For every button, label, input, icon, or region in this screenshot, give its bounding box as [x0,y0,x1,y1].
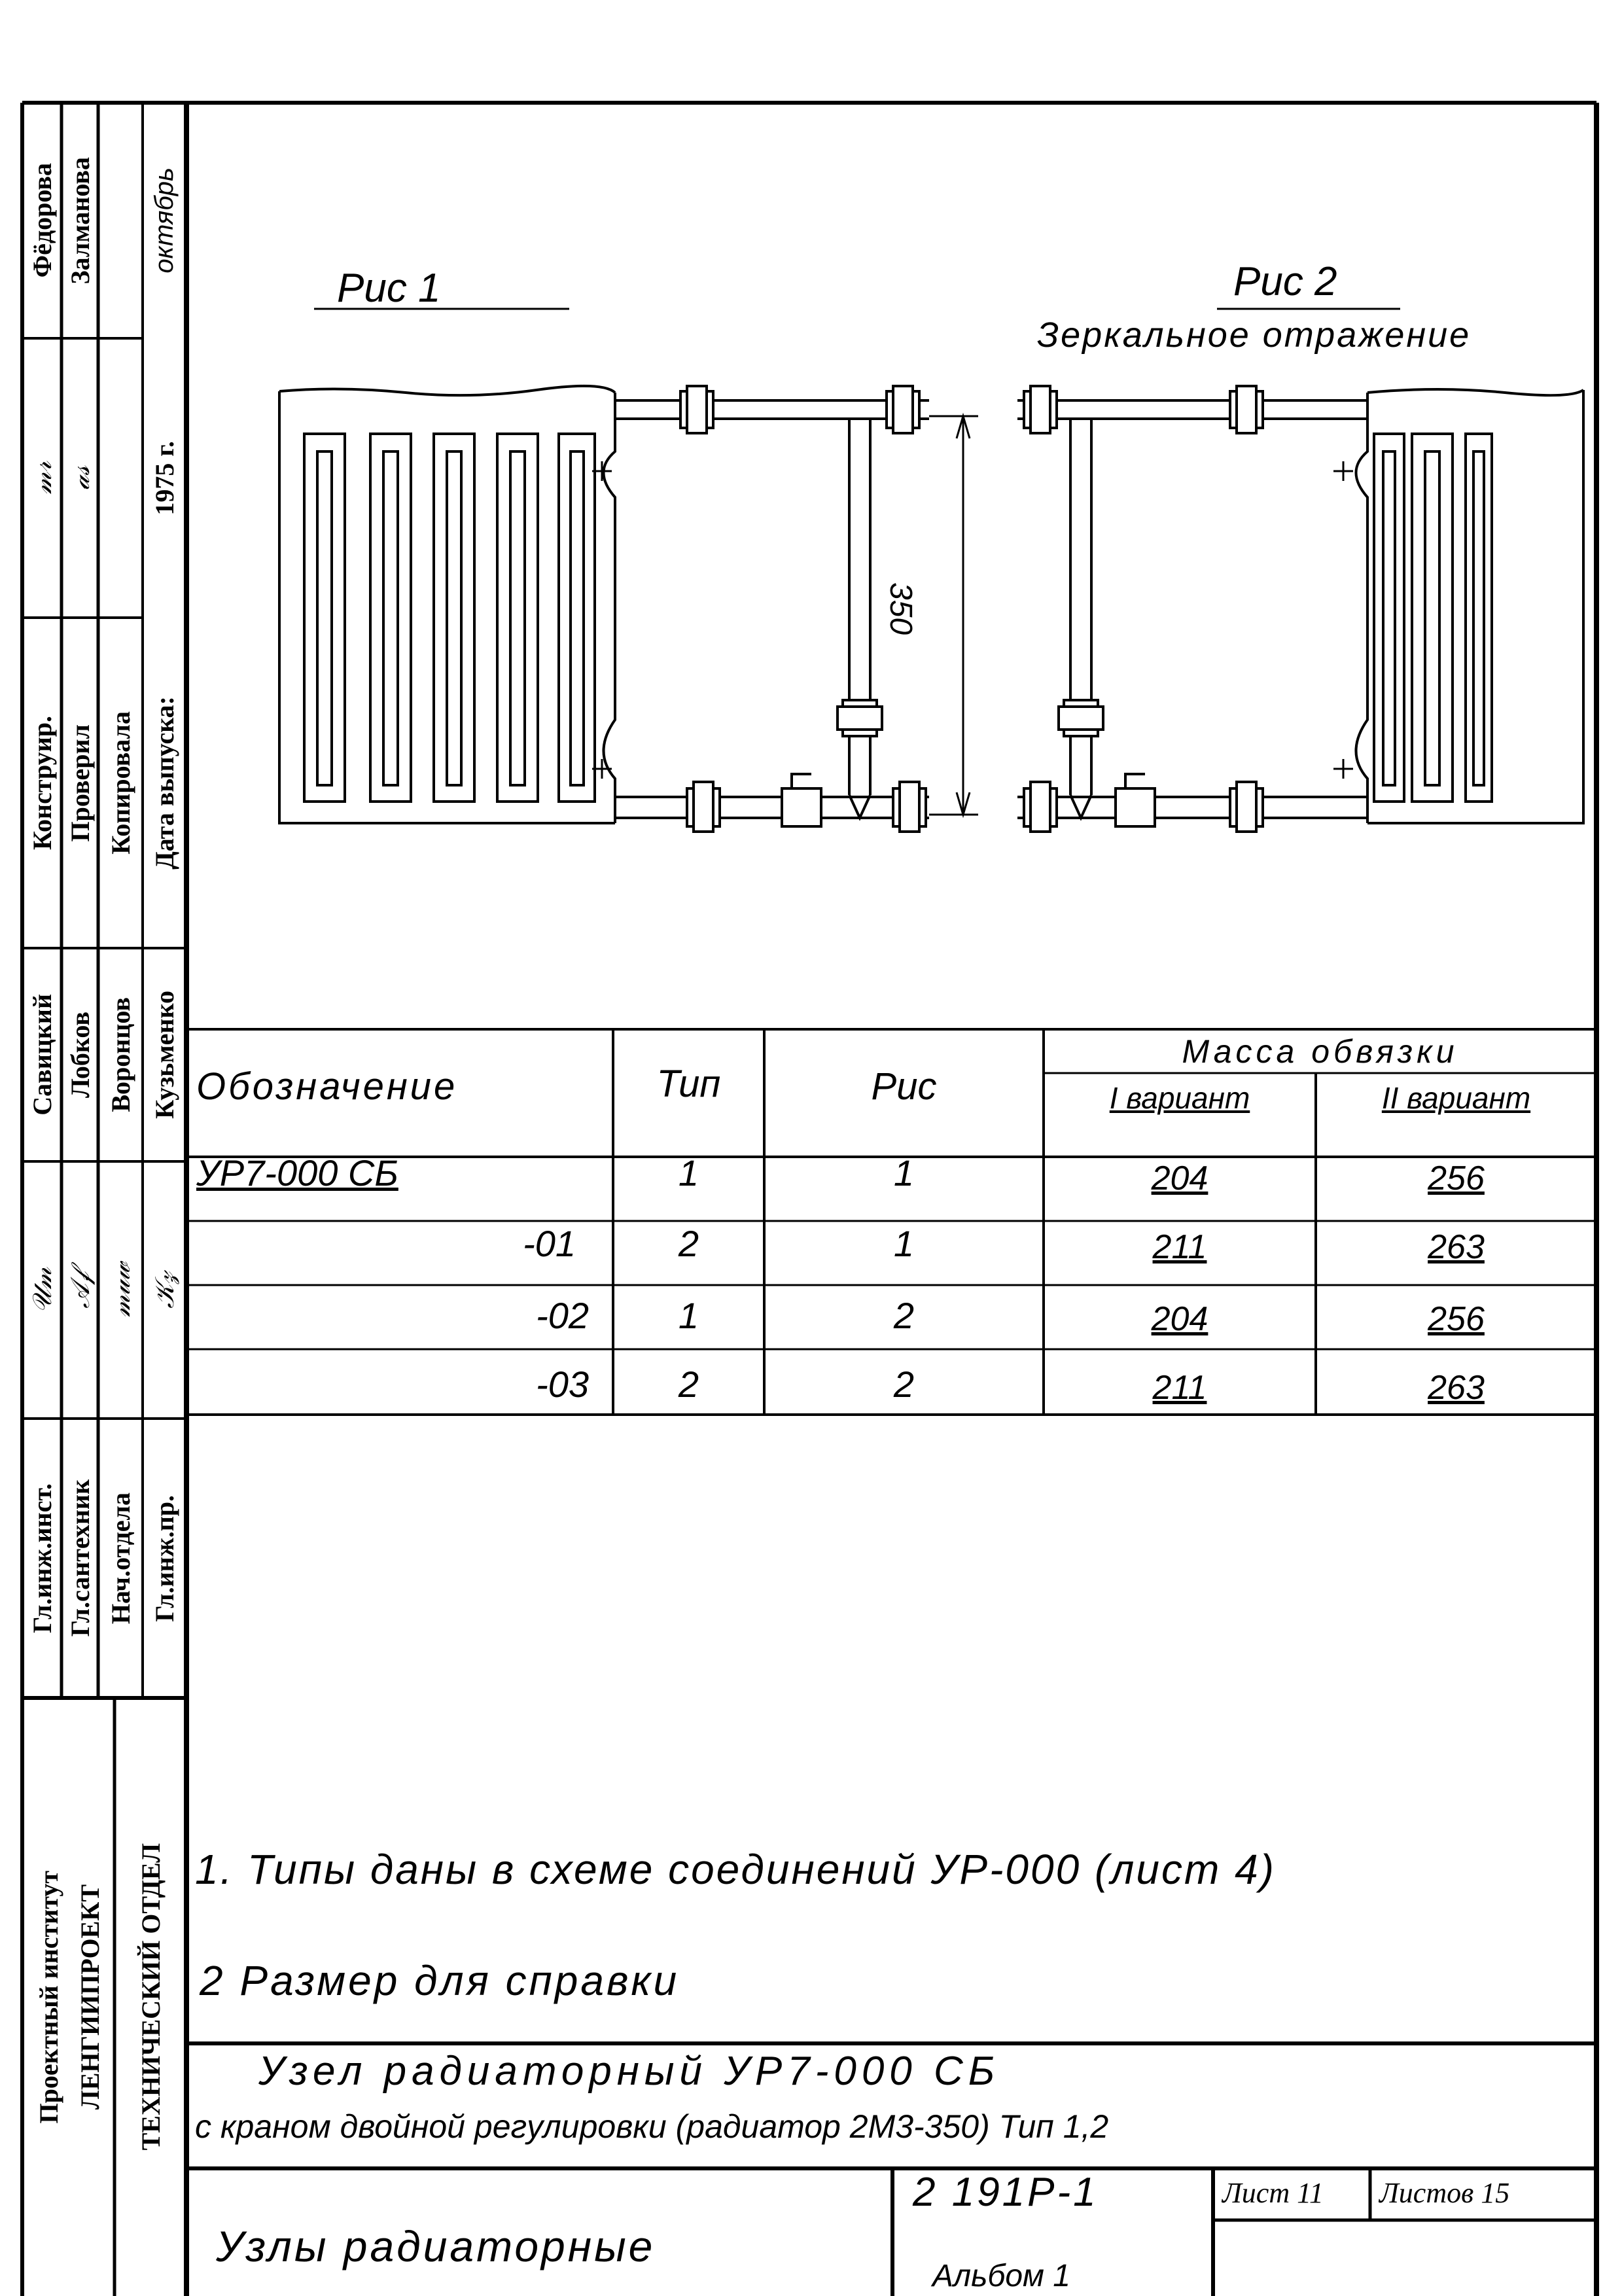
fig2-caption: Зеркальное отражение [1037,315,1472,355]
cell-figure: 2 [893,1364,915,1405]
album: Альбом 1 [932,2259,1070,2293]
signature: 𝒰𝓂 [27,1267,57,1313]
signature: 𝒦𝓏 [150,1271,179,1309]
piping-fig1 [615,385,929,833]
header-designation: Обозначение [196,1065,458,1108]
title-cell: Гл.инж.инст. [22,1419,62,1698]
note-1: 1. Типы даны в схеме соединений УР-000 (… [195,1846,1276,1893]
signature: 𝓂𝓇 [27,461,57,495]
label-cell: Проверил [62,618,98,948]
dimension-350 [929,412,978,819]
label-cell: Копировала [98,618,143,948]
release-label: Дата выпуска: [143,618,186,948]
institute-text: Проектный институт [33,1870,63,2124]
name-text: Кузьменко [150,991,179,1119]
fig1-label: Рис 1 [337,266,441,311]
cell-variant1: 204 [1151,1300,1208,1338]
piping-fig2 [1017,385,1367,833]
cell-variant1: 211 [1152,1369,1207,1407]
title-line1: Узел радиаторный УР7-000 СБ [258,2049,1000,2094]
series-title: Узлы радиаторные [216,2222,656,2270]
institute-name: ЛЕНГИИПРОЕКТ [65,1698,115,2296]
name-text: Фёдорова [27,163,57,278]
release-month: октябрь [143,103,186,338]
cell-designation: -01 [523,1223,576,1264]
cell-designation: -03 [536,1364,589,1405]
header-variant1: I вариант [1109,1081,1250,1115]
label-cell: Конструир. [22,618,62,948]
title-cell: Гл.сантехник [62,1419,98,1698]
name-cell: Залманова [62,103,98,338]
cell-designation: -02 [536,1295,589,1336]
radiator-fig2 [1333,388,1585,824]
name-cell: Савицкий [22,948,62,1161]
department: ТЕХНИЧЕСКИЙ ОТДЕЛ [115,1698,186,2296]
sheet-number: Лист 11 [1222,2177,1324,2209]
sheets-total: Листов 15 [1379,2177,1510,2209]
cell-variant1: 211 [1152,1228,1207,1266]
name-cell: Кузьменко [143,948,186,1161]
header-variant2: II вариант [1381,1081,1531,1115]
cell-type: 2 [678,1223,699,1264]
note-2: 2 Размер для справки [200,1957,680,2004]
name-text: Лобков [65,1012,95,1098]
cell-variant1: 204 [1151,1159,1208,1197]
document-number: 2 191Р-1 [913,2170,1099,2215]
cell-figure: 1 [893,1152,915,1193]
cell-type: 1 [678,1295,699,1336]
name-cell: Воронцов [98,948,143,1161]
label-text: Конструир. [27,716,57,850]
cell-figure: 2 [893,1295,915,1336]
dimension-label: 350 [883,582,918,635]
label-text: Копировала [105,711,135,855]
header-type: Тип [656,1063,721,1105]
title-line2: с краном двойной регулировки (радиатор 2… [195,2108,1109,2145]
fig2-label: Рис 2 [1233,259,1337,304]
radiator-fig1 [278,384,616,824]
name-text: Савицкий [27,994,57,1116]
cell-type: 1 [678,1152,699,1193]
signature: 𝒶𝓈 [65,466,95,490]
cell-type: 2 [678,1364,699,1405]
title-text: Гл.инж.пр. [150,1494,179,1622]
title-cell: Нач.отдела [98,1419,143,1698]
release-label-text: Дата выпуска: [150,696,179,870]
title-text: Нач.отдела [105,1492,135,1625]
label-text: Проверил [65,724,95,842]
release-month-text: октябрь [150,168,179,274]
release-year-text: 1975 г. [150,440,179,516]
name-text: Залманова [65,156,95,285]
cell-designation: УР7-000 СБ [196,1152,398,1193]
institute-name-text: ЛЕНГИИПРОЕКТ [75,1884,105,2110]
cell-figure: 1 [893,1223,915,1264]
signature: 𝒜𝒻 [65,1271,95,1309]
cell-variant2: 263 [1428,1228,1485,1266]
name-text: Воронцов [105,997,135,1112]
cell-variant2: 256 [1428,1300,1485,1338]
title-text: Гл.инж.инст. [27,1483,57,1633]
header-mass: Масса обвязки [1182,1033,1458,1070]
header-figure: Рис [871,1065,937,1108]
department-text: ТЕХНИЧЕСКИЙ ОТДЕЛ [135,1843,166,2151]
name-cell: Лобков [62,948,98,1161]
title-cell: Гл.инж.пр. [143,1419,186,1698]
release-year: 1975 г. [143,338,186,618]
title-text: Гл.сантехник [65,1479,95,1637]
cell-variant2: 256 [1428,1159,1485,1197]
cell-variant2: 263 [1428,1369,1485,1407]
name-cell: Фёдорова [22,103,62,338]
signature: 𝓂𝓊𝓌 [105,1262,135,1318]
